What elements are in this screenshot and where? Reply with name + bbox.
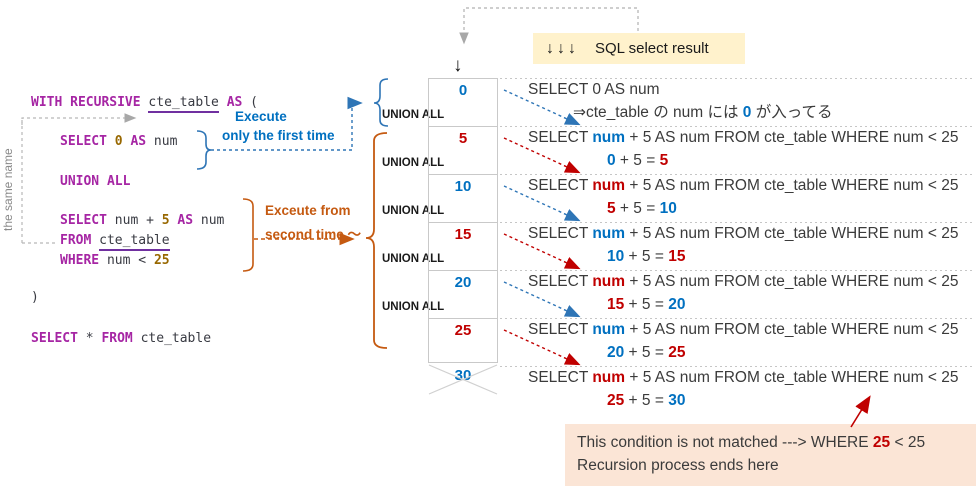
union-all-label-4: UNION ALL (382, 253, 445, 265)
result-value-5: 5 (458, 130, 468, 147)
execute-first-note-line2: only the first time (222, 128, 335, 143)
result-value-0: 0 (458, 82, 468, 99)
code-line-with-recursive: WITH RECURSIVE cte_table AS ( (31, 95, 258, 113)
execute-second-note-line1: Exceute from (265, 203, 351, 218)
note-line-1: This condition is not matched ---> WHERE… (577, 434, 926, 451)
result-value-20: 20 (454, 274, 472, 291)
code-line-select-rec: SELECT num + 5 AS num (60, 213, 225, 228)
execute-first-note-line1: Execute (235, 109, 287, 124)
union-all-label-1: UNION ALL (382, 109, 445, 121)
step-row-3-calc: 5 + 5 = 10 (607, 200, 677, 217)
note-to-where-arrow (850, 395, 871, 428)
down-arrow-icon: ↓ (453, 55, 463, 76)
union-all-label-3: UNION ALL (382, 205, 445, 217)
step-row-7-calc: 25 + 5 = 30 (607, 392, 686, 409)
recursion-end-note: This condition is not matched ---> WHERE… (565, 424, 976, 486)
banner-down-arrows-icon: ↓↓↓ (546, 39, 579, 57)
union-all-label-2: UNION ALL (382, 157, 445, 169)
code-line-final-select: SELECT * FROM cte_table (31, 331, 212, 346)
step-row-5-query: SELECT num + 5 AS num FROM cte_table WHE… (528, 273, 959, 290)
same-name-label: the same name (1, 148, 15, 232)
step-row-6-calc: 20 + 5 = 25 (607, 344, 686, 361)
step-row-5-calc: 15 + 5 = 20 (607, 296, 686, 313)
step-row-3-query: SELECT num + 5 AS num FROM cte_table WHE… (528, 177, 959, 194)
step-row-4-query: SELECT num + 5 AS num FROM cte_table WHE… (528, 225, 959, 242)
step-row-1-note: ⇒cte_table の num には 0 が入ってる (573, 104, 833, 121)
step-row-2-calc: 0 + 5 = 5 (607, 152, 669, 169)
result-value-10: 10 (454, 178, 472, 195)
excluded-value-30: 30 (454, 367, 472, 384)
banner-title: SQL select result (595, 40, 709, 57)
code-line-close-paren: ) (31, 290, 39, 305)
code-line-union-all: UNION ALL (60, 174, 131, 189)
code-line-where: WHERE num < 25 (60, 253, 170, 268)
result-value-15: 15 (454, 226, 472, 243)
step-row-4-calc: 10 + 5 = 15 (607, 248, 686, 265)
code-line-select-0: SELECT 0 AS num (60, 134, 178, 149)
sql-result-banner: ↓↓↓ SQL select result (533, 33, 745, 64)
code-line-from: FROM cte_table (60, 233, 170, 251)
result-value-25: 25 (454, 322, 472, 339)
note-line-2: Recursion process ends here (577, 457, 779, 474)
step-row-6-query: SELECT num + 5 AS num FROM cte_table WHE… (528, 321, 959, 338)
step-row-1-query: SELECT 0 AS num (528, 81, 660, 98)
result-table-grid (428, 78, 498, 363)
execute-second-note-line2: second time ～ (265, 227, 362, 242)
step-row-2-query: SELECT num + 5 AS num FROM cte_table WHE… (528, 129, 959, 146)
step-row-7-query: SELECT num + 5 AS num FROM cte_table WHE… (528, 369, 959, 386)
union-all-label-5: UNION ALL (382, 301, 445, 313)
first-time-connector (196, 78, 389, 170)
